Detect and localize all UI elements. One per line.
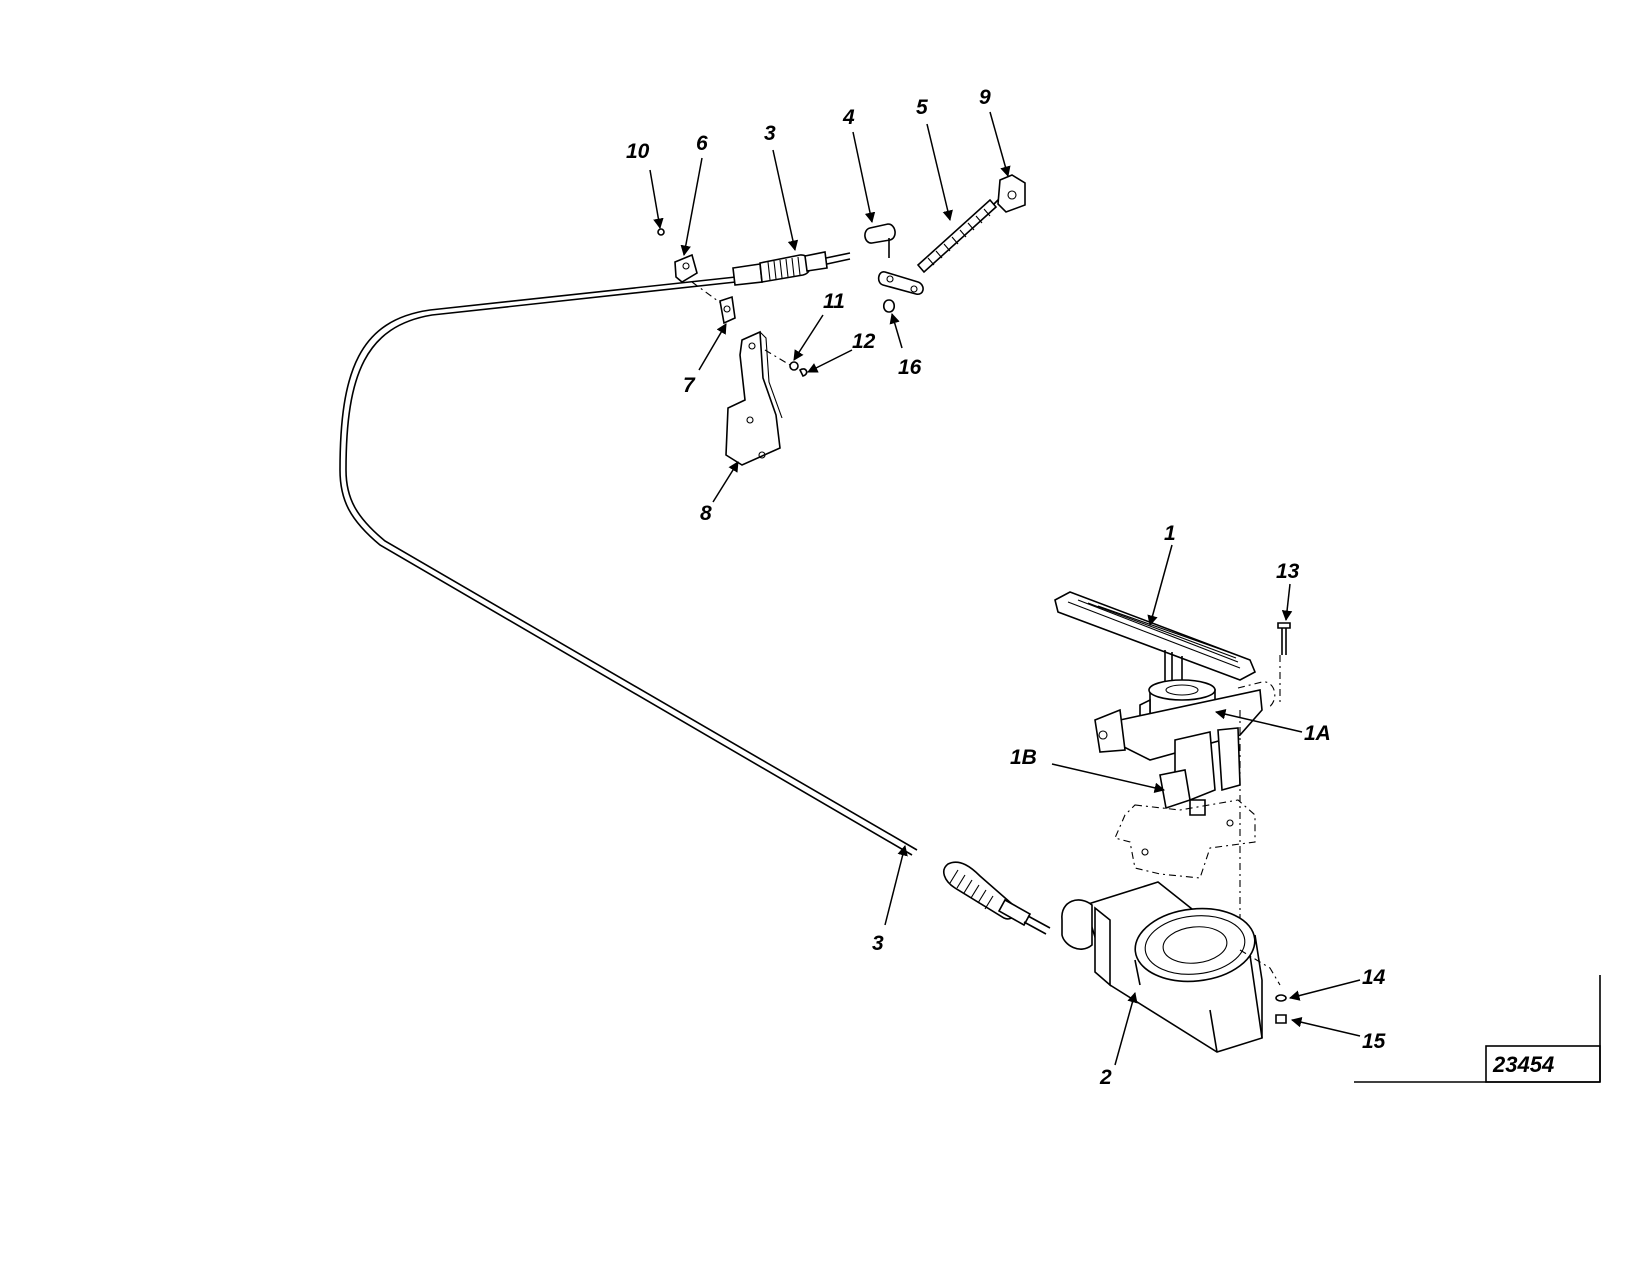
mounting-bolt [1277, 622, 1291, 655]
callout-label: 9 [979, 86, 991, 109]
callout-label: 1 [1164, 522, 1176, 545]
callout-label: 16 [898, 356, 922, 379]
throttle-lever [877, 271, 924, 313]
callout-4: 4 [842, 106, 876, 224]
callout-2: 2 [1099, 991, 1138, 1089]
callout-label: 12 [852, 330, 876, 353]
throttle-cable [339, 251, 1051, 935]
callout-label: 4 [842, 106, 855, 129]
callout-3-upper: 3 [764, 122, 799, 252]
callout-label: 5 [916, 96, 928, 119]
return-spring [916, 193, 1005, 274]
callout-11: 11 [793, 290, 845, 361]
callout-12: 12 [807, 330, 876, 373]
callout-5: 5 [916, 96, 953, 222]
figure-number-box: 23454 [1354, 975, 1601, 1083]
mounting-plate-outline [1114, 799, 1256, 879]
callout-label: 6 [696, 132, 708, 155]
callout-1A: 1A [1214, 709, 1331, 745]
callout-10: 10 [626, 140, 664, 230]
callout-label: 7 [683, 374, 696, 397]
callout-1B: 1B [1010, 746, 1166, 793]
callout-7: 7 [683, 323, 727, 397]
callout-label: 1A [1304, 722, 1331, 745]
callout-label: 8 [700, 502, 712, 525]
callout-label: 10 [626, 140, 650, 163]
callout-9: 9 [979, 86, 1011, 178]
callout-label: 14 [1362, 966, 1386, 989]
callout-1: 1 [1147, 522, 1176, 627]
callout-14: 14 [1288, 966, 1386, 1001]
figure-number: 23454 [1492, 1052, 1554, 1077]
spring-bracket [997, 174, 1026, 213]
callout-16: 16 [889, 312, 922, 379]
washer-and-nut [1275, 994, 1287, 1024]
callout-8: 8 [700, 461, 739, 525]
screw-small [657, 228, 665, 236]
pin-and-clip [789, 361, 808, 377]
callout-label: 2 [1099, 1066, 1112, 1089]
clip-plate [719, 295, 736, 325]
callout-label: 11 [823, 290, 845, 313]
pedal-pad [1054, 591, 1257, 681]
callout-label: 3 [764, 122, 776, 145]
callout-label: 3 [872, 932, 884, 955]
mounting-bracket [725, 330, 796, 466]
callout-label: 1B [1010, 746, 1037, 769]
cable-end-fitting [864, 223, 896, 258]
callout-label: 13 [1276, 560, 1300, 583]
callout-15: 15 [1290, 1017, 1386, 1053]
callout-6: 6 [680, 132, 708, 257]
governor-housing [1061, 881, 1281, 1053]
callout-13: 13 [1276, 560, 1300, 622]
callout-label: 15 [1362, 1030, 1386, 1053]
cable-clamp [674, 253, 723, 305]
callout-3-lower: 3 [872, 844, 908, 955]
pedal-shaft-and-housing [1094, 650, 1281, 950]
